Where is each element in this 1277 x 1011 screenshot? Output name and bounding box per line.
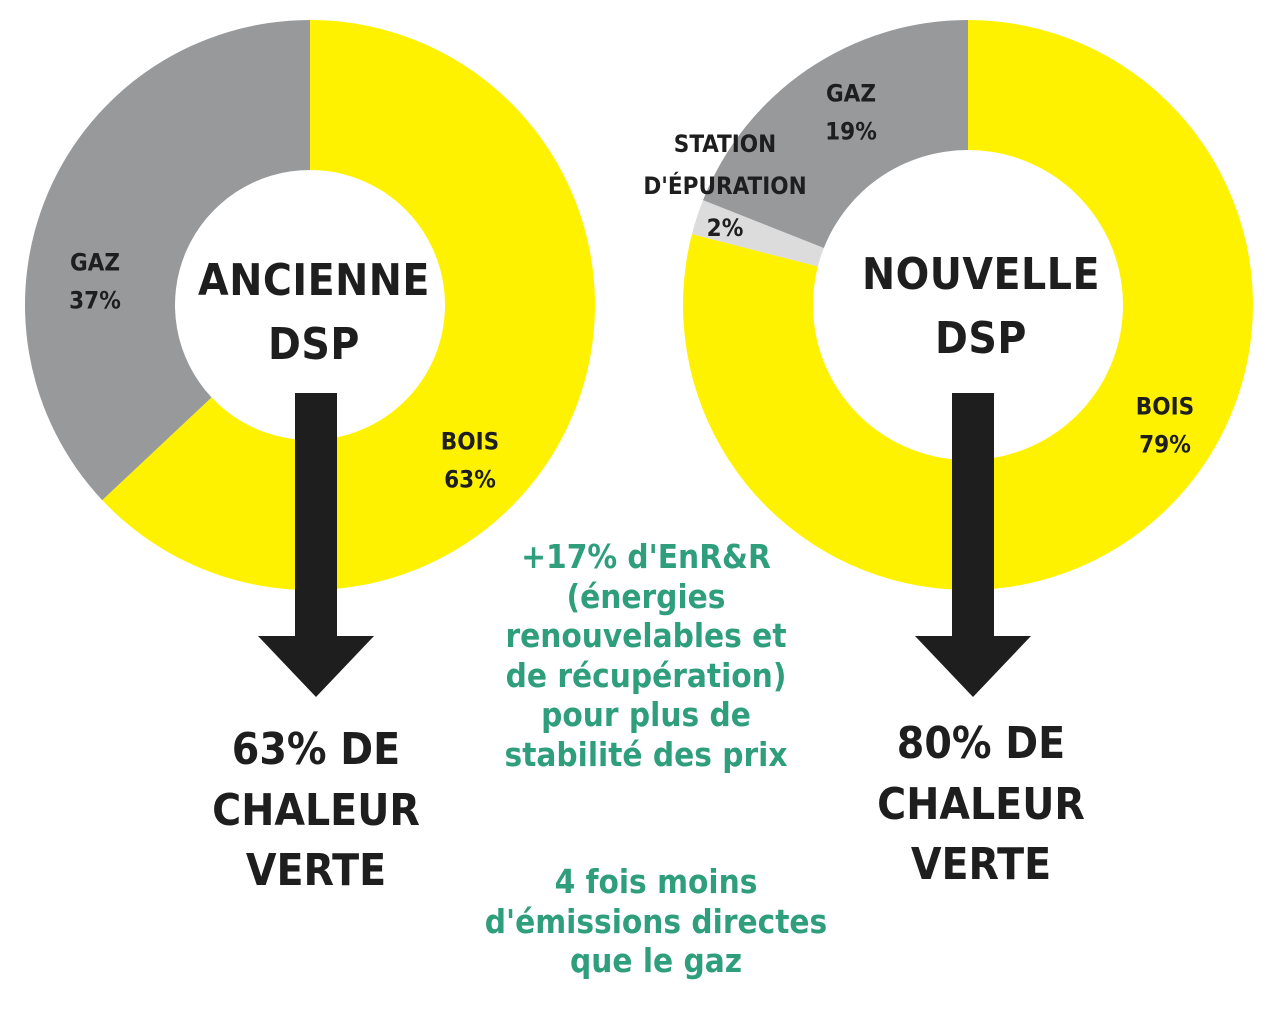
arrow-shaft-right — [952, 393, 994, 638]
arrow-head-left — [258, 636, 374, 697]
donut-slice-ancienne-1 — [24, 20, 311, 501]
donut-slice-nouvelle-0 — [683, 20, 1254, 590]
arrow-shaft-left — [295, 393, 337, 638]
arrow-head-right — [915, 636, 1031, 697]
donut-slice-ancienne-0 — [102, 20, 595, 590]
donut-slice-nouvelle-1 — [691, 200, 824, 267]
donut-slice-nouvelle-2 — [703, 20, 968, 248]
